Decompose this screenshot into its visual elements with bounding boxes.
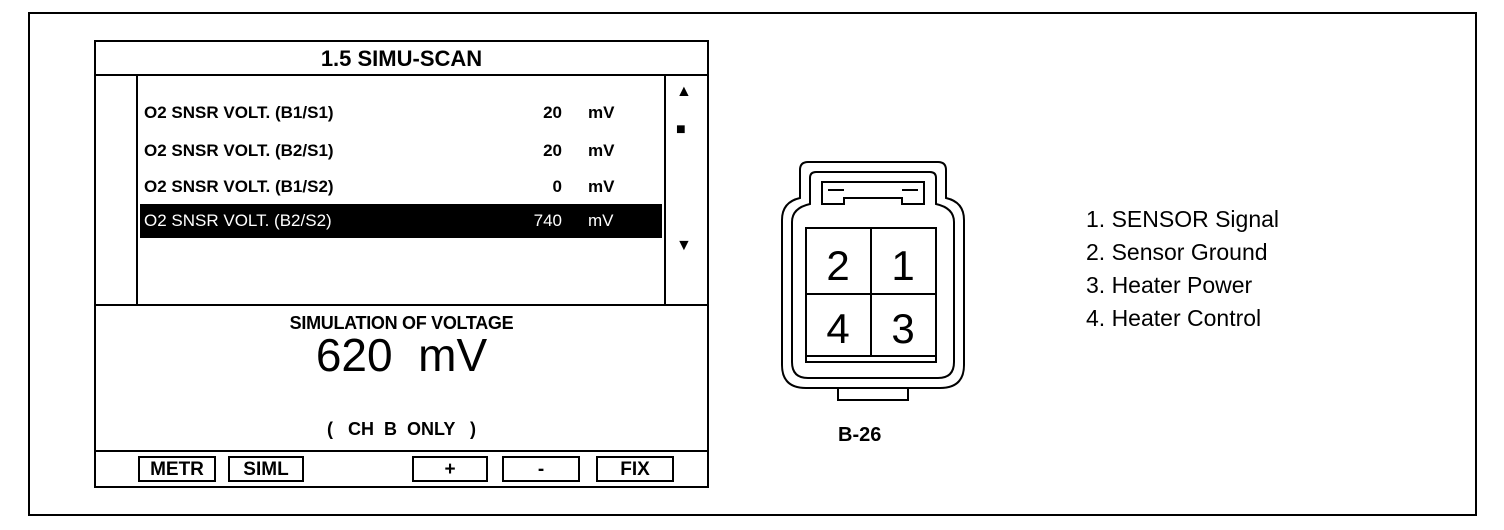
row-value: 0 xyxy=(552,177,562,196)
channel-note: ( CH B ONLY ) xyxy=(326,419,477,439)
data-row-b2s1[interactable]: O2 SNSR VOLT. (B2/S1) 20 mV xyxy=(140,136,662,166)
siml-button[interactable]: SIML xyxy=(228,456,304,482)
legend-item-1: 1. SENSOR Signal xyxy=(1086,206,1280,232)
figure-frame xyxy=(28,12,1477,516)
metr-button[interactable]: METR xyxy=(138,456,216,482)
simulation-label: SIMULATION OF VOLTAGE xyxy=(289,313,514,333)
scanner-title: 1.5 SIMU-SCAN xyxy=(96,42,707,76)
row-label: O2 SNSR VOLT. (B2/S2) xyxy=(144,211,332,230)
pin-legend: 1. SENSOR Signal 2. Sensor Ground 3. Hea… xyxy=(1086,203,1279,335)
connector-caption: B-26 xyxy=(838,424,882,446)
connector-tab xyxy=(837,388,909,401)
scrollbar-divider xyxy=(664,76,666,304)
pin-2-label: 2 xyxy=(826,242,849,289)
list-bottom-divider xyxy=(96,304,707,306)
plus-button[interactable]: + xyxy=(412,456,488,482)
softkey-divider xyxy=(96,450,707,452)
row-value: 20 xyxy=(543,103,562,122)
connector-inner-shell xyxy=(791,171,955,379)
simulation-value: 620 mV xyxy=(315,329,488,381)
legend-item-2: 2. Sensor Ground xyxy=(1086,239,1268,265)
list-left-divider xyxy=(136,76,138,304)
row-label: O2 SNSR VOLT. (B1/S1) xyxy=(144,103,334,122)
row-unit: mV xyxy=(588,177,615,196)
pin-4-label: 4 xyxy=(826,305,849,352)
pin-3-label: 3 xyxy=(891,305,914,352)
scanner-screen: 1.5 SIMU-SCAN O2 SNSR VOLT. (B1/S1) 20 m… xyxy=(94,40,709,488)
pin-1-label: 1 xyxy=(891,242,914,289)
row-value: 740 xyxy=(533,211,562,230)
scroll-up-icon[interactable]: ▲ xyxy=(676,83,692,100)
row-unit: mV xyxy=(588,141,615,160)
legend-item-4: 4. Heater Control xyxy=(1086,305,1262,331)
row-unit: mV xyxy=(588,211,614,230)
minus-button[interactable]: - xyxy=(502,456,580,482)
connector-outer-shell xyxy=(781,161,965,389)
scroll-down-icon[interactable]: ▼ xyxy=(676,237,692,254)
fix-button[interactable]: FIX xyxy=(596,456,674,482)
row-value: 20 xyxy=(543,141,562,160)
data-row-b1s1[interactable]: O2 SNSR VOLT. (B1/S1) 20 mV xyxy=(140,98,662,128)
row-label: O2 SNSR VOLT. (B1/S2) xyxy=(144,177,334,196)
connector-latch xyxy=(821,181,925,205)
row-label: O2 SNSR VOLT. (B2/S1) xyxy=(144,141,334,160)
data-row-b1s2[interactable]: O2 SNSR VOLT. (B1/S2) 0 mV xyxy=(140,172,662,202)
legend-item-3: 3. Heater Power xyxy=(1086,272,1253,298)
connector-b26-diagram: 2 1 4 3 xyxy=(781,161,965,401)
data-row-b2s2-selected[interactable]: O2 SNSR VOLT. (B2/S2) 740 mV xyxy=(140,204,662,238)
row-unit: mV xyxy=(588,103,615,122)
scroll-thumb-icon[interactable]: ■ xyxy=(676,121,686,138)
